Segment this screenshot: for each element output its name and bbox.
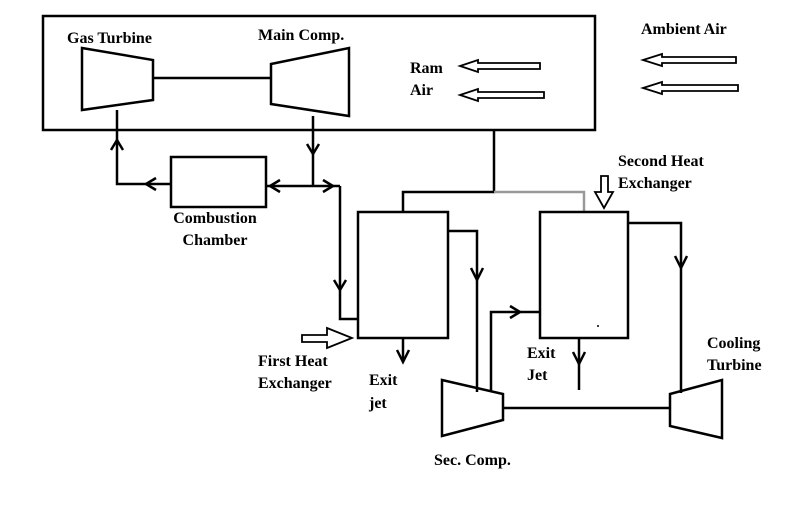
engine-enclosure xyxy=(41,14,597,132)
arrow-right-hx2 xyxy=(509,304,523,320)
arrow-up-turbine xyxy=(109,137,125,151)
label-gas-turbine: Gas Turbine xyxy=(67,30,152,47)
hx1-feed-duct xyxy=(338,186,358,321)
arrow-right-feed xyxy=(322,178,336,194)
arrow-left-feed xyxy=(267,178,281,194)
exit-jet-2-arrow xyxy=(571,351,587,367)
label-chamber: Chamber xyxy=(182,232,248,249)
label-air: Air xyxy=(410,82,434,99)
seccomp-to-hx2-duct xyxy=(489,310,540,392)
label-jet-1: jet xyxy=(369,395,387,412)
first-hx-inlet-arrow xyxy=(301,326,355,350)
second-hx-inlet-arrow xyxy=(593,175,615,210)
stray-dot xyxy=(597,325,599,327)
turbine-inlet-duct xyxy=(115,110,171,186)
label-combustion: Combustion xyxy=(173,210,257,227)
cooling-turbine-shape xyxy=(668,378,724,440)
label-ram: Ram xyxy=(410,60,443,77)
label-second-exchanger: Exchanger xyxy=(618,175,692,192)
hx1-to-seccomp-duct xyxy=(448,229,479,392)
gas-turbine-shape xyxy=(80,46,155,112)
main-compressor-shape xyxy=(269,46,351,118)
arrow-left-combustion xyxy=(143,176,157,192)
ram-air-duct xyxy=(401,130,496,212)
label-jet-2: Jet xyxy=(527,367,548,384)
second-heat-exchanger-box xyxy=(538,210,630,340)
label-first-heat: First Heat xyxy=(258,353,328,370)
secondary-compressor-shape xyxy=(440,378,505,438)
label-ambient-air: Ambient Air xyxy=(641,21,727,38)
arrow-down-seccomp xyxy=(469,267,485,283)
label-turbine: Turbine xyxy=(707,357,762,374)
label-sec-comp: Sec. Comp. xyxy=(434,452,511,469)
label-cooling: Cooling xyxy=(707,335,761,352)
ram-air-duct-hx2 xyxy=(494,190,586,212)
label-main-comp: Main Comp. xyxy=(258,27,345,44)
label-exit-2: Exit xyxy=(527,345,556,362)
label-second-heat: Second Heat xyxy=(618,153,704,170)
label-first-exchanger: Exchanger xyxy=(258,375,332,392)
arrow-down-compressor xyxy=(305,143,321,157)
arrow-down-cooling xyxy=(673,255,689,271)
first-heat-exchanger-box xyxy=(356,210,450,340)
arrow-down-hx1 xyxy=(332,279,348,293)
hx2-to-turbine-duct xyxy=(628,221,683,393)
ambient-air-arrow-2 xyxy=(640,80,739,96)
ambient-air-arrow-1 xyxy=(640,52,737,68)
ram-air-arrow-2 xyxy=(457,87,545,103)
exit-jet-1-arrow xyxy=(395,349,411,365)
combustion-chamber-box xyxy=(169,155,268,209)
label-exit-1: Exit xyxy=(369,372,398,389)
ram-air-arrow-1 xyxy=(457,58,541,74)
